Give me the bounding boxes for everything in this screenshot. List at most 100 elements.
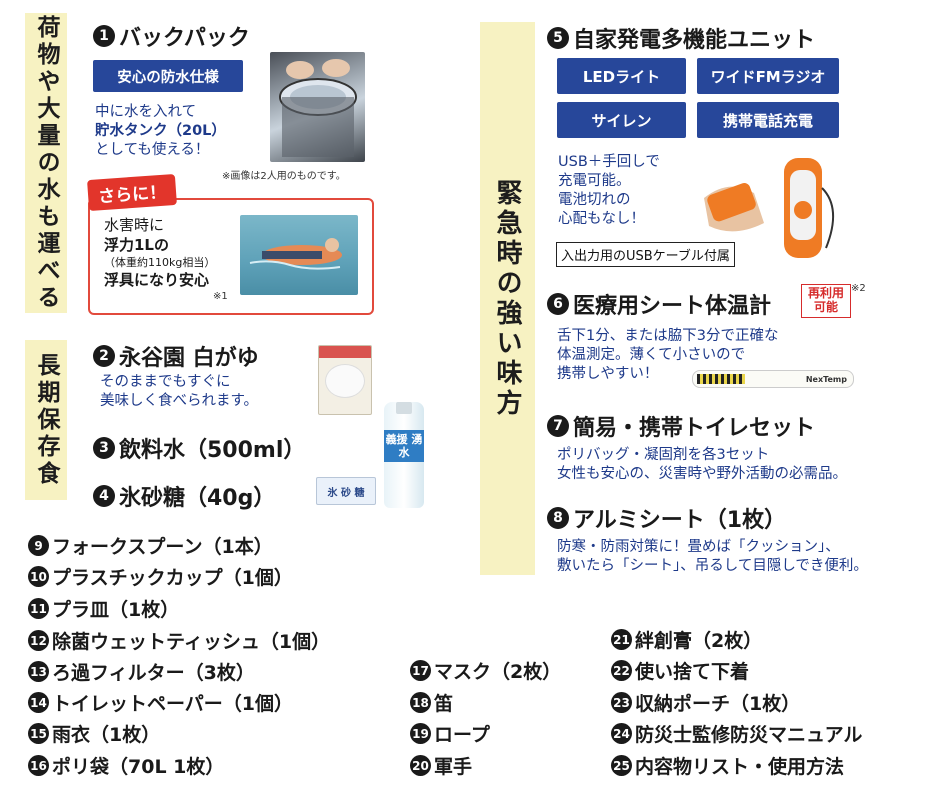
list-number: 10: [28, 566, 49, 587]
list-label: 収納ポーチ（1枚）: [635, 693, 801, 715]
item2-title: 永谷園 白がゆ: [119, 346, 259, 371]
item7-title: 簡易・携帯トイレセット: [573, 416, 816, 441]
item3-title: 飲料水（500ml）: [119, 438, 306, 463]
float-note: ※1: [213, 291, 228, 302]
band-emergency: 緊急時の強い味方: [480, 22, 535, 575]
generator-illustration: [704, 158, 835, 258]
item1-heading: 1 バックパック: [93, 20, 250, 52]
list-number: 20: [410, 755, 431, 776]
list-label: 雨衣（1枚）: [52, 724, 161, 746]
item8-number: 8: [547, 507, 569, 529]
item3-heading: 3 飲料水（500ml）: [93, 432, 305, 464]
list-number: 9: [28, 535, 49, 556]
item1-title: バックパック: [119, 26, 250, 51]
reusable-line2: 可能: [813, 300, 838, 314]
item7-desc-line1: ポリバッグ・凝固剤を各3セット: [557, 447, 770, 463]
sarani-badge: さらに！: [87, 173, 177, 212]
item8-desc-line1: 防寒・防雨対策に！畳めば「クッション」、: [557, 539, 840, 555]
item2-desc-line2: 美味しく食べられます。: [100, 393, 259, 409]
float-description: 水害時に 浮力1Lの （体重約110kg相当） 浮具になり安心: [104, 215, 244, 290]
item2-desc-line1: そのままでもすぐに: [100, 374, 231, 390]
backpack-illustration: [279, 59, 357, 157]
list-label: マスク（2枚）: [434, 661, 562, 683]
list-number: 12: [28, 630, 49, 651]
list-label: トイレットペーパー（1個）: [52, 693, 294, 715]
item4-heading: 4 氷砂糖（40g）: [93, 480, 275, 512]
item1-desc-line2: 貯水タンク（20L）: [95, 123, 226, 139]
item6-desc-line2: 体温測定。薄くて小さいので: [557, 347, 746, 363]
list-label: ポリ袋（70L 1枚）: [52, 756, 225, 778]
item3-number: 3: [93, 437, 115, 459]
list-label: 使い捨て下着: [635, 661, 750, 683]
item1-description: 中に水を入れて 貯水タンク（20L） としても使える！: [95, 103, 275, 160]
list-label: 絆創膏（2枚）: [635, 630, 763, 652]
item7-description: ポリバッグ・凝固剤を各3セット 女性も安心の、災害時や野外活動の必需品。: [557, 446, 847, 484]
list-number: 21: [611, 629, 632, 650]
item7-heading: 7 簡易・携帯トイレセット: [547, 410, 815, 442]
list-label: ロープ: [434, 724, 490, 746]
band-carry: 荷物や大量の水も運べる: [25, 13, 67, 313]
item1-number: 1: [93, 25, 115, 47]
thermometer-strip: NexTemp: [692, 370, 854, 388]
list-label: 笛: [434, 693, 454, 715]
list-label: 軍手: [434, 756, 473, 778]
item7-desc-line2: 女性も安心の、災害時や野外活動の必需品。: [557, 466, 847, 482]
list-number: 11: [28, 598, 49, 619]
item1-desc-line3: としても使える！: [95, 142, 210, 158]
list-label: プラスチックカップ（1個）: [52, 567, 293, 589]
item6-note: ※2: [851, 283, 866, 294]
item2-heading: 2 永谷園 白がゆ: [93, 340, 259, 372]
item2-description: そのままでもすぐに 美味しく食べられます。: [100, 373, 258, 411]
feature-radio: ワイドFMラジオ: [697, 58, 839, 94]
band-long-term-food: 長期保存食: [25, 340, 67, 500]
rock-candy-pack: 氷 砂 糖: [316, 477, 376, 505]
item5-description: USB＋手回しで 充電可能。 電池切れの 心配もなし！: [558, 153, 660, 229]
item5-desc-line1: USB＋手回しで: [558, 154, 660, 170]
backpack-photo: [270, 52, 365, 162]
item5-number: 5: [547, 27, 569, 49]
list-number: 15: [28, 723, 49, 744]
floating-illustration: [249, 238, 342, 270]
list-number: 18: [410, 692, 431, 713]
feature-siren: サイレン: [557, 102, 686, 138]
item4-number: 4: [93, 485, 115, 507]
feature-phone-charge: 携帯電話充電: [697, 102, 839, 138]
list-label: 防災士監修防災マニュアル: [635, 724, 863, 746]
usb-cable-note: 入出力用のUSBケーブル付属: [556, 242, 735, 267]
bottle-label: 義援 湧水: [384, 430, 424, 462]
float-line3: （体重約110kg相当）: [104, 256, 216, 269]
item6-desc-line3: 携帯しやすい！: [557, 366, 659, 382]
list-label: ろ過フィルター（3枚）: [52, 662, 255, 684]
float-line2: 浮力1Lの: [104, 236, 169, 254]
float-line4: 浮具になり安心: [104, 271, 210, 289]
list-number: 14: [28, 692, 49, 713]
list-label: 除菌ウェットティッシュ（1個）: [52, 631, 331, 653]
reusable-badge: 再利用 可能: [801, 284, 851, 318]
thermometer-brand: NexTemp: [805, 374, 847, 384]
floating-person-photo: [240, 215, 358, 295]
item7-number: 7: [547, 415, 569, 437]
item5-desc-line2: 充電可能。: [558, 173, 631, 189]
generator-device-photo: [684, 148, 844, 268]
item8-title: アルミシート（1枚）: [573, 508, 787, 533]
item6-description: 舌下1分、または脇下3分で正確な 体温測定。薄くて小さいので 携帯しやすい！: [557, 327, 778, 384]
item1-image-note: ※画像は2人用のものです。: [222, 171, 346, 182]
item5-desc-line4: 心配もなし！: [558, 211, 645, 227]
item5-title: 自家発電多機能ユニット: [573, 28, 816, 53]
list-label: 内容物リスト・使用方法: [635, 756, 845, 778]
list-number: 22: [611, 660, 632, 681]
list-number: 13: [28, 661, 49, 682]
